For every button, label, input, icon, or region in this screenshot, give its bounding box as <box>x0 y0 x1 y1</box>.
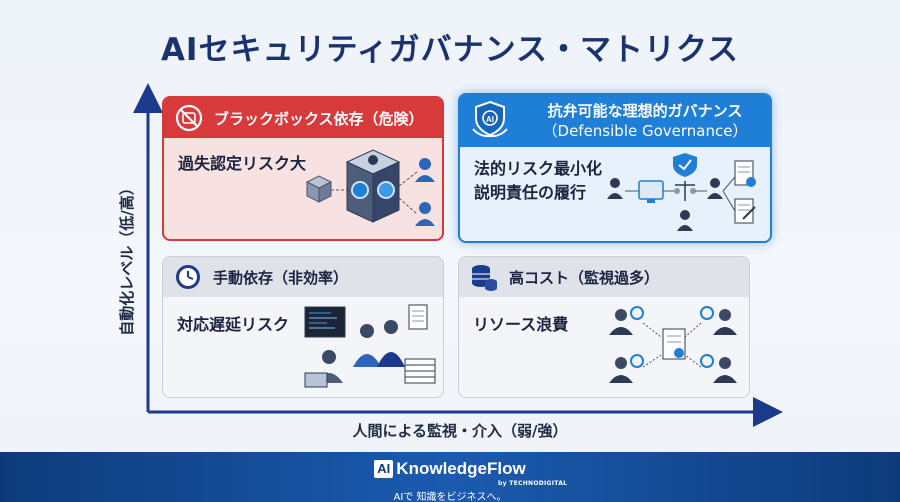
inspector-icon <box>700 354 737 383</box>
monitoring-staff-illustration <box>609 306 737 383</box>
person-icon <box>707 178 723 199</box>
quadrant-text: 法的リスク最小化 <box>474 159 603 178</box>
monitor-icon <box>638 180 664 203</box>
quadrant-text: 対応遅延リスク <box>177 315 290 334</box>
y-axis-label: 自動化レベル（低/高） <box>118 180 136 336</box>
quadrant-header: AI 抗弁可能な理想的ガバナンス （Defensible Governance） <box>460 95 770 147</box>
inspector-icon <box>609 354 644 383</box>
coins-icon <box>472 265 497 291</box>
code-monitor-icon <box>304 306 346 338</box>
logo-byline: by TECHNODIGITAL <box>498 480 568 487</box>
person-icon <box>677 210 693 231</box>
quadrant-text: リソース浪費 <box>473 315 569 334</box>
quadrant-heading: ブラックボックス依存（危険） <box>214 109 424 128</box>
x-axis-label: 人間による監視・介入（弱/強） <box>352 422 568 440</box>
scales-icon <box>674 181 696 201</box>
quadrant-heading-en: （Defensible Governance） <box>542 122 748 140</box>
quadrant-heading: 手動依存（非効率） <box>213 268 349 287</box>
quadrant-blackbox: ブラックボックス依存（危険） 過失認定リスク大 <box>162 96 444 241</box>
inspector-icon <box>609 306 644 335</box>
person-icon <box>377 320 405 367</box>
shield-check-icon <box>673 153 697 177</box>
quadrant-text: 過失認定リスク大 <box>178 154 307 173</box>
person-icon <box>607 178 623 199</box>
overworked-staff-illustration <box>304 304 436 388</box>
logo-name: KnowledgeFlow <box>396 459 526 478</box>
server-cube-icon <box>345 149 401 223</box>
brand-footer: AI KnowledgeFlow by TECHNODIGITAL AIで 知識… <box>0 452 900 502</box>
paper-stack-icon <box>404 358 436 384</box>
quadrant-manual-dependency: 手動依存（非効率） 対応遅延リスク <box>162 256 444 398</box>
person-icon <box>353 324 381 367</box>
quadrant-heading: 抗弁可能な理想的ガバナンス <box>547 102 743 120</box>
quadrant-heading: 高コスト（監視過多） <box>509 268 660 287</box>
quadrant-text: 説明責任の履行 <box>474 183 587 202</box>
clock-icon <box>176 265 200 289</box>
small-cube-icon <box>305 175 333 203</box>
blackbox-server-illustration <box>305 149 435 226</box>
brand-tagline: AIで 知識をビジネスへ。 <box>393 492 507 502</box>
document-sign-icon <box>734 198 756 224</box>
ai-shield-icon: AI <box>472 100 508 138</box>
person-icon <box>415 202 435 226</box>
prohibited-ai-icon <box>175 104 203 132</box>
page-title: AIセキュリティガバナンス・マトリクス <box>160 32 740 68</box>
quadrant-header: 手動依存（非効率） <box>163 257 443 297</box>
document-check-icon <box>734 160 756 187</box>
svg-text:AI: AI <box>486 115 494 124</box>
laptop-icon <box>304 372 328 388</box>
inspector-icon <box>700 306 737 335</box>
quadrant-high-cost: 高コスト（監視過多） リソース浪費 <box>458 256 750 398</box>
quadrant-header: ブラックボックス依存（危険） <box>164 98 442 138</box>
person-icon <box>415 158 435 182</box>
governance-flow-illustration <box>607 153 756 231</box>
brand-logo: AI KnowledgeFlow <box>0 459 900 479</box>
quadrant-header: 高コスト（監視過多） <box>459 257 749 297</box>
quadrant-defensible-governance: AI 抗弁可能な理想的ガバナンス （Defensible Governance）… <box>458 93 772 243</box>
document-icon <box>408 304 428 330</box>
logo-badge: AI <box>374 460 394 478</box>
document-check-icon <box>662 328 686 360</box>
